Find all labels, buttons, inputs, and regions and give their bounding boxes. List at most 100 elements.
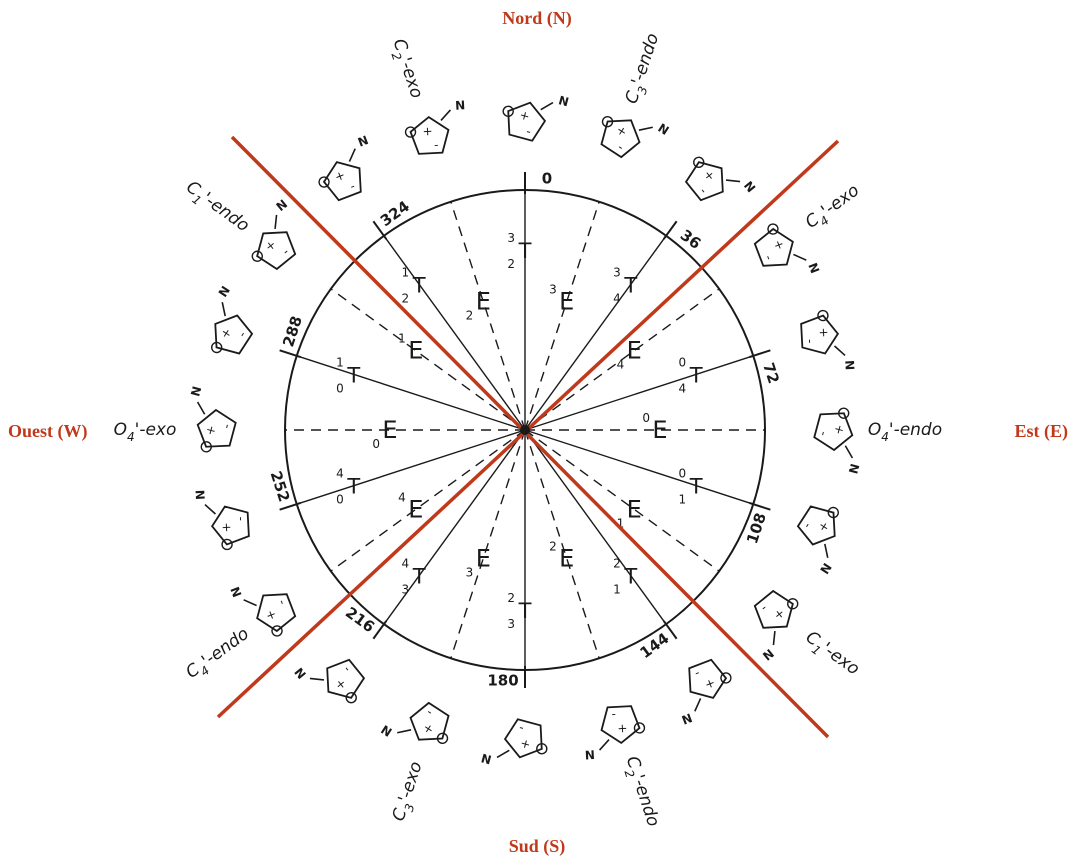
pucker-index: 3 [401,802,417,814]
conformation-superscript: 4 [336,467,344,481]
glycosidic-bond [196,401,206,415]
minus-mark: - [697,184,711,196]
twist-conformation-label: T12 [402,265,426,305]
ring-oxygen-icon [251,250,263,262]
degree-tick [372,220,388,240]
ring-oxygen-icon [436,732,449,745]
degree-label: 0 [542,169,552,187]
degree-label: 324 [377,197,413,230]
nitrogen-label: N [216,284,233,300]
nitrogen-label: N [805,261,822,275]
plus-mark: + [219,522,234,533]
conformation-superscript: 3 [507,231,515,245]
ring-pentagon [322,161,362,202]
twist-spoke [524,355,754,431]
glycosidic-bond [204,503,217,515]
envelope-conformation-label: E4 [617,337,642,372]
envelope-spoke [330,288,526,431]
nitrogen-label: N [193,489,208,500]
ring-pentagon [256,231,297,271]
ring-pentagon [753,227,794,267]
conformation-subscript: 3 [507,617,515,631]
plus-mark: + [332,676,349,693]
glycosidic-bond [772,630,776,646]
plus-mark: + [815,519,832,535]
pucker-mode: '-endo [628,31,663,88]
twist-spoke [383,429,526,625]
minus-mark: - [340,663,354,675]
glycosidic-bond [833,345,846,357]
nitrogen-label: N [817,560,834,576]
conformation-superscript: 0 [679,467,687,481]
twist-conformation-label: T21 [613,557,637,597]
conformation-superscript: 0 [679,355,687,369]
conformation-symbol: E [559,544,574,572]
envelope-spoke [450,429,526,659]
twist-conformation-label: T40 [336,467,360,507]
pucker-label: C4'-endo [182,624,255,686]
degree-label: 72 [759,360,783,385]
ring-pentagon [503,718,543,759]
ring-oxygen-icon [536,743,548,755]
pucker-atom: O [114,420,127,440]
conformation-symbol: T [518,239,532,263]
furanose-ring-glyph: N+- [680,658,732,727]
pucker-mode: '-exo [818,181,864,222]
minus-mark: - [611,708,616,722]
plus-mark: + [263,608,280,622]
twist-conformation-label: T23 [507,591,531,631]
conformation-superscript: 4 [398,490,406,504]
glycosidic-bond [348,148,356,162]
degree-tick [279,501,301,511]
twist-conformation-label: T3 2 [507,231,531,271]
furanose-ring-glyph: N+- [228,585,297,637]
plus-mark: + [203,424,219,437]
pucker-label: O4'-exo [114,420,177,444]
furanose-ring-glyph: N+- [753,223,822,275]
plus-mark: + [771,606,788,623]
minus-mark: - [615,140,626,154]
degree-label: 180 [487,672,518,690]
conformation-subscript: 1 [613,583,621,597]
twist-spoke [524,235,667,431]
glycosidic-bond [725,179,741,183]
north-label: Nord (N) [502,8,572,29]
south-label: Sud (S) [509,836,566,857]
conformation-subscript: 0 [336,493,344,507]
pucker-label: C1'-exo [800,627,863,682]
glycosidic-bond [440,109,452,122]
envelope-spoke [524,429,600,659]
east-label: Est (E) [1015,421,1069,442]
conformation-symbol: E [476,544,491,572]
ring-oxygen-icon [502,105,514,117]
glycosidic-bond [844,445,854,459]
pucker-index: 3 [634,84,650,96]
pucker-label: C3'-endo [622,31,667,107]
pucker-label: O4'-endo [868,420,942,444]
minus-mark: - [279,245,291,259]
minus-mark: - [233,516,247,521]
conformation-subscript: 4 [617,358,625,372]
furanose-ring-glyph: N+- [210,284,254,355]
ring-oxygen-icon [827,506,840,519]
pucker-label: C3'-exo [389,759,430,825]
ring-oxygen-icon [787,598,799,610]
minus-mark: - [235,329,249,340]
nitrogen-label: N [655,121,671,138]
twist-spoke [296,429,526,505]
conformation-superscript: 2 [613,557,621,571]
nitrogen-label: N [846,462,862,475]
conformation-symbol: T [689,475,703,499]
envelope-conformation-label: E1 [617,495,642,530]
conformation-superscript: 1 [402,265,410,279]
conformation-superscript: 2 [549,539,557,553]
quadrant-lines [216,135,840,739]
conformation-symbol: T [689,363,703,387]
furanose-ring-glyph: N+- [318,133,370,202]
conformation-subscript: 2 [507,257,515,271]
ring-oxygen-icon [633,722,646,734]
conformation-symbol: E [652,416,667,444]
degree-tick [372,620,388,640]
plus-mark: + [817,327,832,338]
ring-pentagon [409,701,450,741]
